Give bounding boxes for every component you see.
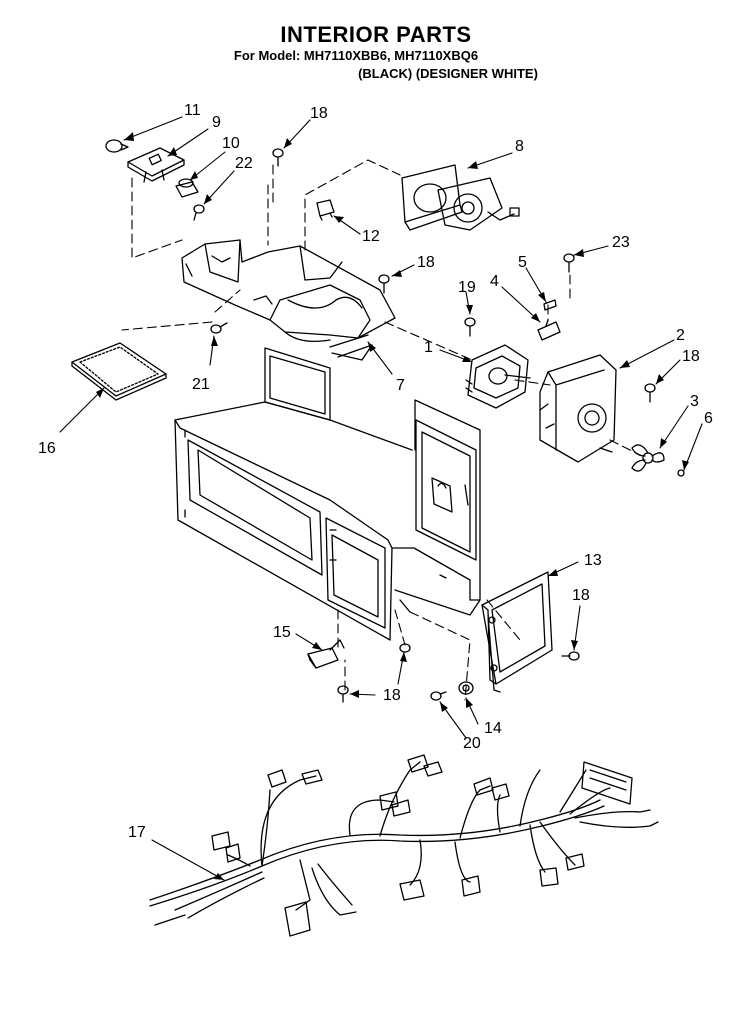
callout-22: 21 (192, 376, 210, 393)
callout-19: 19 (458, 279, 476, 296)
part-4-bracket (538, 320, 560, 340)
part-18-screw-base (338, 644, 410, 702)
callout-12: 12 (362, 228, 380, 245)
part-6-nut (678, 470, 684, 476)
part-18-screw-top (273, 149, 283, 166)
callout-3: 3 (690, 393, 699, 410)
callout-10: 10 (222, 135, 240, 152)
callout-21: 22 (235, 155, 253, 172)
part-10-lamp-socket (176, 179, 198, 197)
part-15-interlock-switch (308, 640, 344, 668)
assembly-guide-lines (122, 160, 640, 700)
callout-17: 17 (128, 824, 146, 841)
upper-duct-assembly (182, 240, 395, 360)
part-5-pin (544, 300, 556, 310)
part-21-screw (194, 205, 204, 220)
callout-18-base: 18 (383, 687, 401, 704)
callout-23: 23 (612, 234, 630, 251)
part-17-wire-harness (150, 755, 658, 936)
part-12-thermal-cutout (317, 200, 334, 220)
part-3-fan-blade (632, 445, 664, 471)
part-20-screw (431, 692, 446, 700)
callout-16: 16 (38, 440, 56, 457)
callout-7: 7 (396, 377, 405, 394)
part-13-choke-frame (482, 572, 552, 692)
callout-14: 14 (484, 720, 502, 737)
callout-18-top: 18 (310, 105, 328, 122)
callout-20: 20 (463, 735, 481, 752)
part-14-roller (459, 682, 473, 694)
model-numbers: For Model: MH7110XBB6, MH7110XBQ6 (233, 48, 479, 63)
part-23-screw (564, 254, 574, 272)
leader-lines (60, 117, 702, 880)
leader-arrowheads (96, 132, 689, 880)
part-18-screw-duct (379, 275, 389, 293)
callout-1: 1 (424, 339, 433, 356)
part-8-blower-assembly (402, 165, 519, 230)
callout-11: 11 (184, 102, 201, 119)
callout-6: 6 (704, 410, 713, 427)
callout-18-door: 18 (572, 587, 590, 604)
callout-8: 8 (515, 138, 524, 155)
part-11-lamp-bulb (106, 140, 128, 152)
callout-2: 2 (676, 327, 685, 344)
part-1-fan-motor (466, 345, 530, 408)
part-2-fan-housing (540, 355, 616, 462)
page-title: INTERIOR PARTS (280, 22, 472, 47)
part-9-socket-bracket (128, 148, 184, 182)
part-19-screw (465, 318, 475, 336)
callout-9: 9 (212, 114, 221, 131)
model-variants: (BLACK) (DESIGNER WHITE) (358, 66, 538, 81)
part-16-grease-filter (72, 343, 166, 400)
callout-13: 13 (584, 552, 602, 569)
part-22-screw (211, 323, 227, 333)
callout-5: 5 (518, 254, 527, 271)
callout-18-duct: 18 (417, 254, 435, 271)
part-18-screw-fan (645, 384, 655, 402)
callout-15: 15 (273, 624, 291, 641)
callout-4: 4 (490, 273, 499, 290)
callout-18-fan: 18 (682, 348, 700, 365)
microwave-cavity-wrapper (175, 348, 480, 640)
part-18-screw-door (562, 652, 579, 660)
